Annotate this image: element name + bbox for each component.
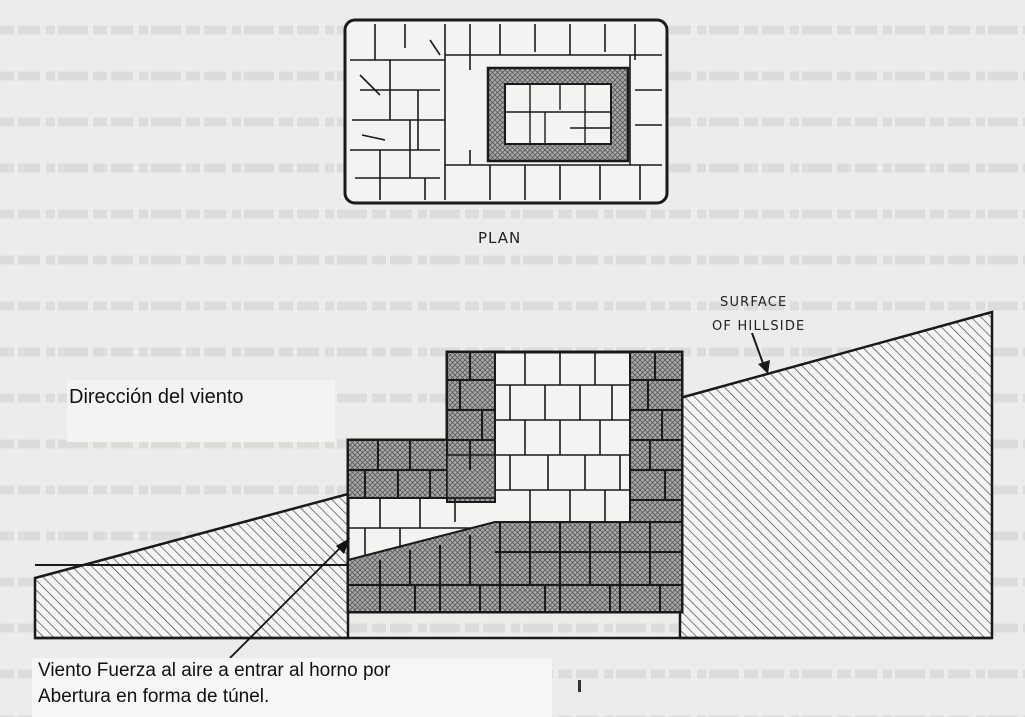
- hillside-section: [33, 310, 994, 640]
- hillside-label-line1: SURFACE: [720, 295, 787, 310]
- plan-view: PLAN: [343, 18, 669, 247]
- kiln-section: [346, 350, 684, 614]
- tunnel-caption-box: Viento Fuerza al aire a entrar al horno …: [32, 658, 552, 717]
- hillside-pointer: [751, 332, 770, 374]
- plan-chamber-floor: [504, 83, 612, 145]
- kiln-light-stone-joints: [348, 352, 630, 555]
- wind-direction-label: Dirección del viento: [69, 386, 244, 408]
- plan-chamber-stones: [505, 84, 611, 144]
- kiln-dark-stone-joints: [348, 352, 682, 612]
- plan-label: PLAN: [478, 229, 521, 247]
- tunnel-caption-line2: Abertura en forma de túnel.: [38, 686, 270, 707]
- tunnel-pointer: [229, 538, 350, 659]
- plan-stones: [350, 24, 662, 200]
- hillside-label-line2: OF HILLSIDE: [712, 319, 805, 334]
- kiln-foundation: [347, 521, 683, 613]
- small-tick-mark: [578, 680, 581, 692]
- tunnel-caption-line1: Viento Fuerza al aire a entrar al horno …: [38, 660, 391, 681]
- wind-direction-label-box: Dirección del viento: [67, 380, 335, 442]
